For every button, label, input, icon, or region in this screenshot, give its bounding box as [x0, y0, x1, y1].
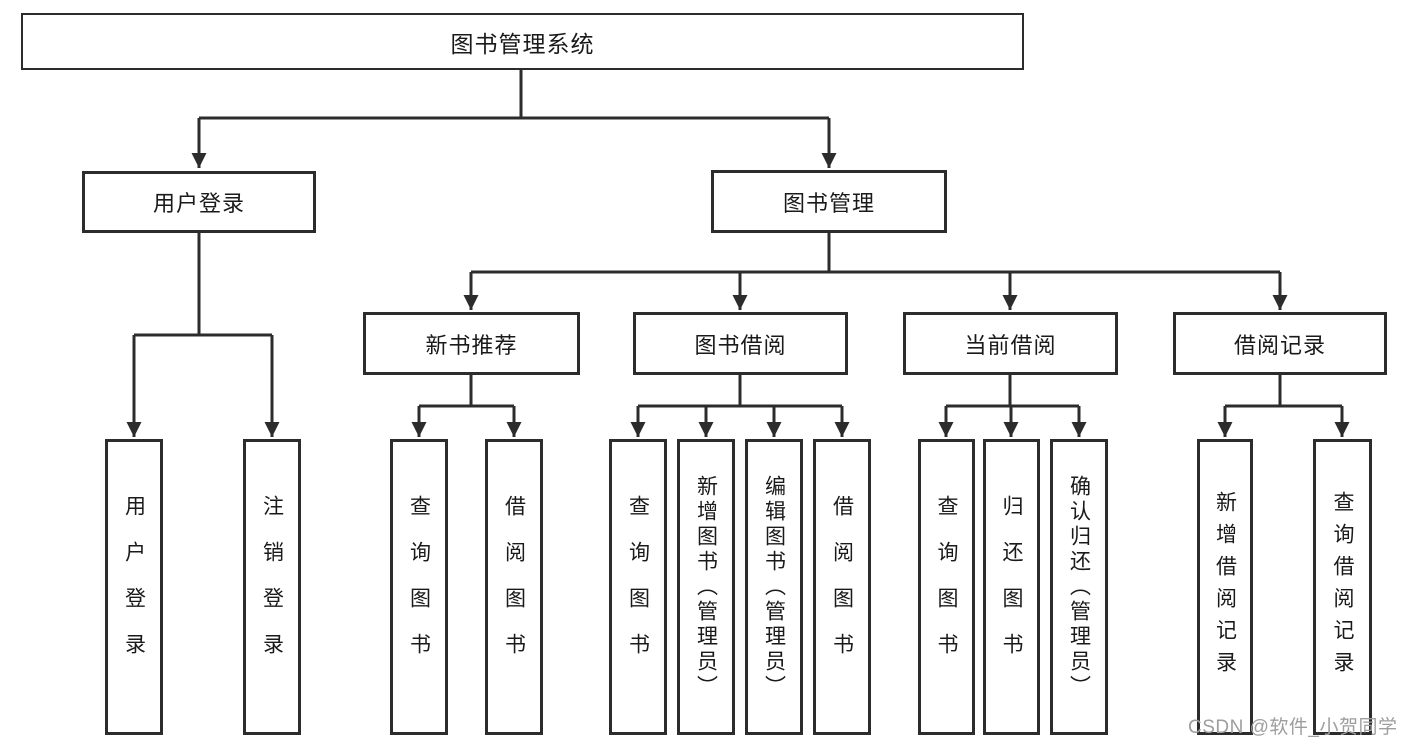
- node-new-book-recommend: 新书推荐: [363, 312, 580, 375]
- leaf-user-login: 用户登录: [105, 439, 163, 735]
- connector-login-trunk: [134, 233, 272, 337]
- node-book-borrow: 图书借阅: [633, 312, 848, 375]
- leaf-edit-book-admin: 编辑图书（管理员）: [745, 439, 803, 735]
- leaf-return-book: 归还图书: [983, 439, 1040, 735]
- node-borrow-records: 借阅记录: [1173, 312, 1387, 375]
- csdn-watermark: CSDN @软件_小贺同学: [1188, 717, 1398, 738]
- connector-mgmt-trunk: [471, 233, 1280, 274]
- leaf-logout: 注销登录: [243, 439, 301, 735]
- connector-root-trunk: [199, 70, 829, 120]
- leaf-query-book-current: 查询图书: [918, 439, 975, 735]
- node-user-login: 用户登录: [82, 171, 316, 233]
- leaf-borrow-book-recommend: 借阅图书: [485, 439, 543, 735]
- connector-newbook-trunk: [419, 375, 514, 408]
- node-current-borrow: 当前借阅: [903, 312, 1118, 375]
- connector-borrow-trunk: [638, 375, 842, 408]
- leaf-query-borrow-record: 查询借阅记录: [1313, 439, 1372, 735]
- leaf-confirm-return-admin: 确认归还（管理员）: [1050, 439, 1108, 735]
- leaf-add-borrow-record: 新增借阅记录: [1197, 439, 1253, 735]
- node-root-system: 图书管理系统: [21, 13, 1024, 70]
- leaf-borrow-book: 借阅图书: [813, 439, 871, 735]
- connector-current-trunk: [946, 375, 1079, 408]
- leaf-query-book-recommend: 查询图书: [390, 439, 448, 735]
- leaf-add-book-admin: 新增图书（管理员）: [677, 439, 735, 735]
- node-book-management: 图书管理: [711, 170, 947, 233]
- connector-records-trunk: [1225, 375, 1342, 408]
- leaf-query-book-borrow: 查询图书: [609, 439, 667, 735]
